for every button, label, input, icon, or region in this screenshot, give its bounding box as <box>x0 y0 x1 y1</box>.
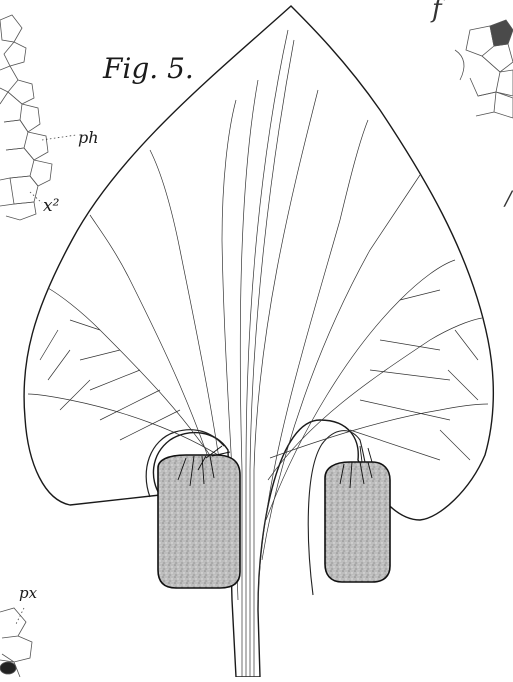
left-tissue-fragment <box>0 15 52 220</box>
right-sporangium <box>325 462 390 582</box>
edge-fragment-right: / <box>505 186 512 210</box>
label-px: px <box>19 584 37 602</box>
bottom-left-tissue-fragment <box>0 608 32 677</box>
label-x2: x² <box>43 196 59 216</box>
figure-label: Fig. 5. <box>103 52 194 85</box>
edge-fragment-top: f <box>432 0 442 24</box>
left-sporangium <box>158 455 240 588</box>
right-tissue-fragment <box>455 20 513 118</box>
label-ph: ph <box>78 128 99 147</box>
leaf-blade <box>24 6 493 677</box>
